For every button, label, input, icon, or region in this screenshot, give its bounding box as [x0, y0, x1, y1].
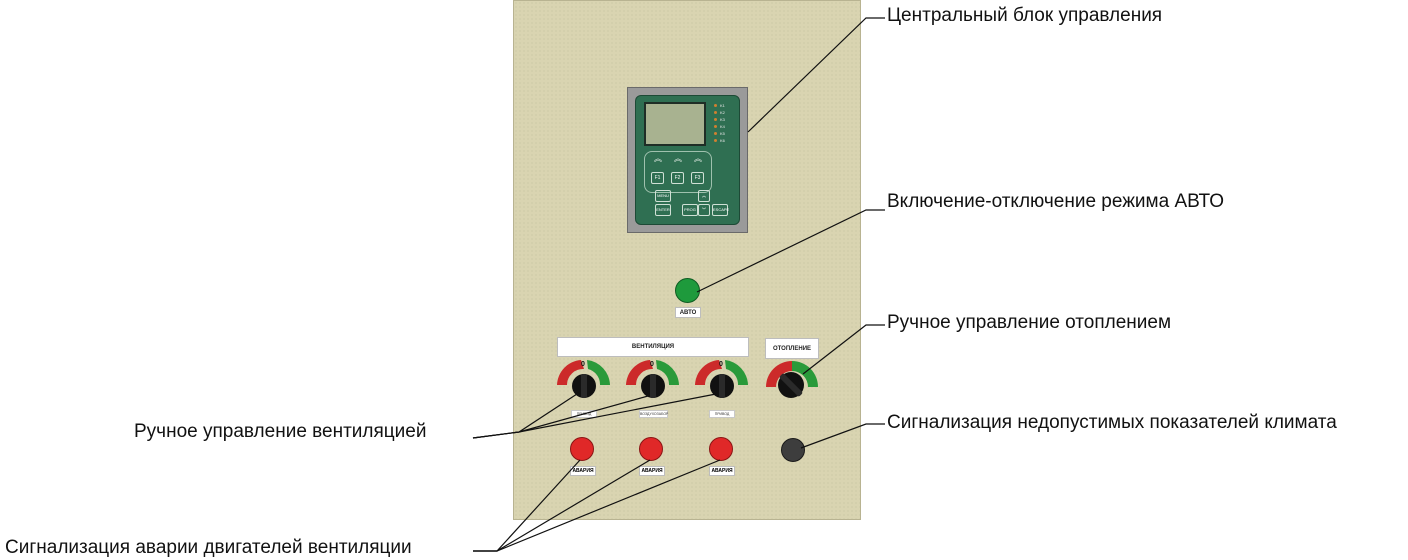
central-controller: K1 K2 K3 K4 K5 K6 ︽ ︽ ︽ F1 F2 F3 MENU EN…: [627, 87, 748, 233]
switch-zero-mark: 0: [650, 361, 654, 368]
led-row: K5: [714, 130, 725, 137]
led-label: K1: [720, 103, 725, 108]
switch-red-sector: [626, 360, 653, 385]
fan-switch-label: ПРИВОД: [709, 410, 735, 418]
led-label: K6: [720, 138, 725, 143]
motor-alarm-lamp-1: [570, 437, 594, 461]
led-label: K2: [720, 110, 725, 115]
heating-switch[interactable]: [766, 361, 818, 398]
f2-key[interactable]: F2: [671, 172, 684, 184]
alarm-label: АВАРИЯ: [639, 466, 665, 476]
fan-switch-3[interactable]: [695, 360, 748, 398]
alarm-label: АВАРИЯ: [709, 466, 735, 476]
motor-alarm-lamp-2: [639, 437, 663, 461]
led-row: K2: [714, 109, 725, 116]
led-indicator: [714, 118, 717, 121]
controller-led-list: K1 K2 K3 K4 K5 K6: [714, 102, 725, 144]
enter-key[interactable]: ENTER: [655, 204, 671, 216]
switch-green-sector: [587, 360, 610, 385]
led-row: K3: [714, 116, 725, 123]
climate-alarm-lamp: [781, 438, 805, 462]
ventilation-label: ВЕНТИЛЯЦИЯ: [557, 337, 749, 357]
switch-green-sector: [725, 360, 748, 385]
callout-central-unit: Центральный блок управления: [887, 5, 1163, 26]
led-indicator: [714, 104, 717, 107]
led-label: K3: [720, 117, 725, 122]
fan-switch-2[interactable]: [626, 360, 679, 398]
callout-climate-alarm: Сигнализация недопустимых показателей кл…: [887, 412, 1337, 433]
switch-handle: [581, 374, 587, 398]
led-indicator: [714, 125, 717, 128]
led-row: K1: [714, 102, 725, 109]
led-label: K5: [720, 131, 725, 136]
f3-key[interactable]: F3: [691, 172, 704, 184]
chevron-up-icon: ︽: [694, 154, 702, 163]
up-key[interactable]: ︽: [698, 190, 710, 202]
fan-switch-label: ПРИВОД: [571, 410, 597, 418]
alarm-label: АВАРИЯ: [570, 466, 596, 476]
switch-green-sector: [656, 360, 679, 385]
switch-handle: [779, 373, 803, 397]
chevron-up-icon: ︽: [654, 154, 662, 163]
fan-switch-label: ВОЗДУХОЗАБОР: [639, 410, 669, 418]
callout-ventilation-manual: Ручное управление вентиляцией: [134, 421, 427, 442]
led-row: K6: [714, 137, 725, 144]
switch-handle: [719, 374, 725, 398]
menu-key[interactable]: MENU: [655, 190, 671, 202]
led-indicator: [714, 132, 717, 135]
led-row: K4: [714, 123, 725, 130]
controller-face: K1 K2 K3 K4 K5 K6 ︽ ︽ ︽ F1 F2 F3 MENU EN…: [635, 95, 740, 225]
callout-auto-toggle: Включение-отключение режима АВТО: [887, 191, 1225, 212]
led-label: K4: [720, 124, 725, 129]
motor-alarm-lamp-3: [709, 437, 733, 461]
callout-motor-alarm: Сигнализация аварии двигателей вентиляци…: [5, 537, 412, 558]
auto-label: АВТО: [675, 307, 701, 318]
controller-display: [644, 102, 706, 146]
chevron-up-icon: ︽: [674, 154, 682, 163]
callout-heating-manual: Ручное управление отоплением: [887, 312, 1172, 333]
function-keypad: ︽ ︽ ︽ F1 F2 F3: [644, 151, 712, 193]
switch-red-sector: [695, 360, 722, 385]
led-indicator: [714, 111, 717, 114]
switch-red-sector: [766, 361, 792, 387]
f1-key[interactable]: F1: [651, 172, 664, 184]
switch-zero-mark: 0: [581, 361, 585, 368]
led-indicator: [714, 139, 717, 142]
switch-handle: [650, 374, 656, 398]
fan-switch-1[interactable]: [557, 360, 610, 398]
switch-zero-mark: 0: [719, 361, 723, 368]
switch-red-sector: [557, 360, 584, 385]
